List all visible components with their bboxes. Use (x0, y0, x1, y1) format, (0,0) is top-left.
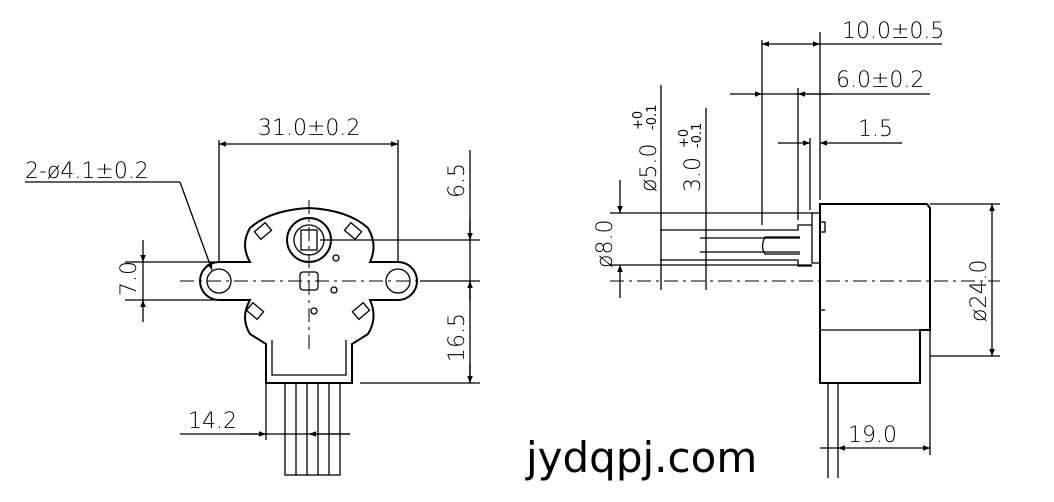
pin-b (330, 286, 338, 294)
watermark: jydqpj.com (525, 433, 757, 482)
flat-tol-upper: +0 (677, 129, 692, 148)
pin-a (332, 254, 340, 262)
center-pin (299, 271, 319, 291)
shaft-diameter-tol-upper: +0 (631, 111, 646, 130)
top-dimension: 6.5 (445, 163, 470, 198)
lead-wires (284, 382, 341, 476)
mounting-hole-left (206, 268, 232, 294)
body-depth-dimension: 19.0 (848, 423, 897, 448)
step-dimension: 1.5 (858, 117, 893, 142)
pin-c (310, 307, 318, 315)
shaft-diameter-tol-lower: -0.1 (645, 105, 660, 130)
wire-dimension: 14.2 (188, 409, 237, 434)
output-shaft-side (660, 224, 812, 267)
tab-br (351, 301, 371, 321)
side-view: 10.0±0.5 6.0±0.2 1.5 ø8.0 ø5.0 +0 -0.1 3… (593, 19, 1000, 478)
boss (811, 212, 821, 264)
bottom-dimension: 16.5 (445, 313, 470, 362)
shaft-diameter-dimension: ø5.0 (637, 144, 662, 192)
tab-tr (343, 221, 363, 241)
boss-diameter-dimension: ø8.0 (593, 220, 618, 268)
flat-tol-lower: -0.1 (690, 123, 705, 148)
shaft-length-dimension: 10.0±0.5 (842, 19, 944, 44)
front-view: 31.0±0.2 2-ø4.1±0.2 7.0 6.5 16.5 14.2 (25, 116, 480, 476)
mounting-flange (199, 206, 418, 384)
tab-tl (253, 221, 273, 241)
flat-dimension: 3.0 (681, 157, 706, 192)
mounting-hole-right (385, 268, 411, 294)
gearbox-lower (271, 340, 347, 376)
motor-body (819, 203, 931, 384)
boss-length-dimension: 6.0±0.2 (836, 68, 924, 93)
flange-dimension: 7.0 (117, 261, 142, 296)
width-dimension: 31.0±0.2 (258, 116, 360, 141)
boss-key (819, 221, 826, 233)
body-diameter-dimension: ø24.0 (967, 260, 992, 322)
hole-dimension: 2-ø4.1±0.2 (25, 159, 149, 184)
shaft-flat (300, 229, 318, 251)
tab-bl (245, 301, 265, 321)
